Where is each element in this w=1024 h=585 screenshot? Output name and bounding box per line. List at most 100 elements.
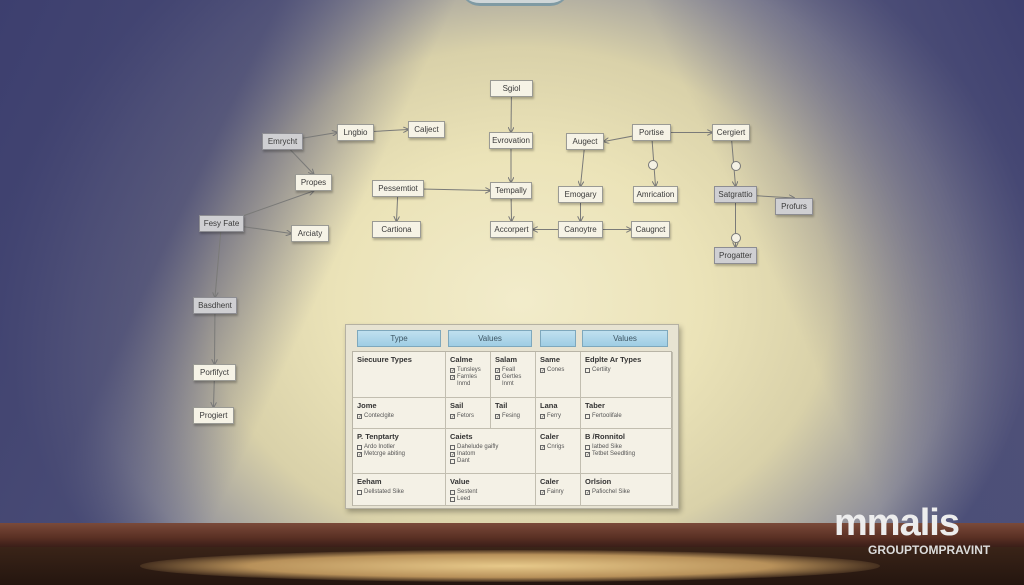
cell-title: Calme xyxy=(450,355,473,364)
checkbox-checked-icon[interactable]: ✓ xyxy=(495,375,501,381)
header-type[interactable]: Type xyxy=(357,330,441,347)
checkbox-checked-icon[interactable]: ✓ xyxy=(357,452,363,458)
node-canoytre[interactable]: Canoytre xyxy=(558,221,603,238)
checkbox-checked-icon[interactable]: ✓ xyxy=(450,368,456,374)
checkbox-item[interactable]: ✓Feall xyxy=(495,367,531,374)
checkbox-icon[interactable] xyxy=(585,368,590,373)
checkbox-checked-icon[interactable]: ✓ xyxy=(450,375,456,381)
node-progatter[interactable]: Progatter xyxy=(714,247,757,264)
checkbox-item[interactable]: ✓Ferry xyxy=(540,413,576,420)
node-progiert[interactable]: Progiert xyxy=(193,407,234,424)
checkbox-item[interactable]: ✓Pafiochel Sike xyxy=(585,489,668,496)
checkbox-item[interactable]: Iatbed Sike xyxy=(585,444,668,451)
node-porfifyct[interactable]: Porfifyct xyxy=(193,364,236,381)
header-values-2[interactable]: Values xyxy=(582,330,668,347)
checkbox-icon[interactable] xyxy=(585,414,590,419)
checkbox-icon[interactable] xyxy=(450,459,455,464)
checkbox-item[interactable]: ✓Cnrigs xyxy=(540,444,576,451)
node-calject[interactable]: Calject xyxy=(408,121,445,138)
checkbox-item[interactable]: ✓Inatom xyxy=(450,451,531,458)
checkbox-icon[interactable] xyxy=(585,445,590,450)
checkbox-icon[interactable] xyxy=(357,445,362,450)
checkbox-label: Ferry xyxy=(547,413,561,419)
checkbox-item[interactable]: ✓Metcrge abiting xyxy=(357,451,441,458)
connector-circle xyxy=(731,161,741,171)
checkbox-item[interactable]: Sestent xyxy=(450,489,531,496)
table-cell: Salam✓Feall✓Gertles Inmt xyxy=(491,352,536,398)
node-satgrattio[interactable]: Satgrattio xyxy=(714,186,757,203)
checkbox-label: Cones xyxy=(547,367,565,373)
checkbox-icon[interactable] xyxy=(357,490,362,495)
header-blank[interactable] xyxy=(540,330,576,347)
checkbox-checked-icon[interactable]: ✓ xyxy=(585,452,591,458)
node-emogary[interactable]: Emogary xyxy=(558,186,603,203)
checkbox-checked-icon[interactable]: ✓ xyxy=(357,414,363,420)
node-arciaty[interactable]: Arciaty xyxy=(291,225,329,242)
cell-title: Caler xyxy=(540,477,559,486)
node-sgiol[interactable]: Sgiol xyxy=(490,80,533,97)
checkbox-checked-icon[interactable]: ✓ xyxy=(540,414,546,420)
node-emrycht[interactable]: Emrycht xyxy=(262,133,303,150)
checkbox-item[interactable]: ✓Fetors xyxy=(450,413,486,420)
checkbox-icon[interactable] xyxy=(450,445,455,450)
checkbox-item[interactable]: ✓Cones xyxy=(540,367,576,374)
checkbox-item[interactable]: Dellstated Sike xyxy=(357,489,441,496)
table-cell: Caler✓Cnrigs xyxy=(536,429,581,474)
node-basdhent[interactable]: Basdhent xyxy=(193,297,237,314)
checkbox-checked-icon[interactable]: ✓ xyxy=(540,445,546,451)
checkbox-icon[interactable] xyxy=(450,490,455,495)
cell-title: Same xyxy=(540,355,561,364)
checkbox-item[interactable]: Ardo Inotler xyxy=(357,444,441,451)
cell-title: Caiets xyxy=(450,432,473,441)
checkbox-item[interactable]: ✓Gertles Inmt xyxy=(495,374,531,388)
checkbox-item[interactable]: Leed xyxy=(450,496,531,503)
header-values[interactable]: Values xyxy=(448,330,532,347)
checkbox-label: Conteclgite xyxy=(364,413,395,419)
node-cartiona[interactable]: Cartiona xyxy=(372,221,421,238)
node-propes[interactable]: Propes xyxy=(295,174,332,191)
checkbox-checked-icon[interactable]: ✓ xyxy=(495,368,501,374)
checkbox-item[interactable]: Certiity xyxy=(585,367,668,374)
node-tempally[interactable]: Tempally xyxy=(490,182,532,199)
checkbox-item[interactable]: ✓Tunsleys xyxy=(450,367,486,374)
checkbox-item[interactable]: ✓Fesing xyxy=(495,413,531,420)
node-augect[interactable]: Augect xyxy=(566,133,604,150)
checkbox-label: Dant xyxy=(457,458,470,464)
table-cell: Siecuure Types xyxy=(353,352,446,398)
node-fesyfate[interactable]: Fesy Fate xyxy=(199,215,244,232)
checkbox-checked-icon[interactable]: ✓ xyxy=(450,452,456,458)
node-profurs[interactable]: Profurs xyxy=(775,198,813,215)
checkbox-item[interactable]: ✓Farnles Inmd xyxy=(450,374,486,388)
cell-title: Lana xyxy=(540,401,558,410)
node-evrovation[interactable]: Evrovation xyxy=(489,132,533,149)
checkbox-item[interactable]: Dahelude gaifly xyxy=(450,444,531,451)
cell-title: Siecuure Types xyxy=(357,355,412,364)
node-cergiert[interactable]: Cergiert xyxy=(712,124,750,141)
node-accorpert[interactable]: Accorpert xyxy=(490,221,533,238)
node-lngbio[interactable]: Lngbio xyxy=(337,124,374,141)
checkbox-checked-icon[interactable]: ✓ xyxy=(585,490,591,496)
checkbox-label: Farnles Inmd xyxy=(457,374,478,387)
table-cell: Sail✓Fetors xyxy=(446,398,491,429)
checkbox-item[interactable]: Fertoolifale xyxy=(585,413,668,420)
node-pessemtiot[interactable]: Pessemtiot xyxy=(372,180,424,197)
checkbox-checked-icon[interactable]: ✓ xyxy=(495,414,501,420)
node-portise[interactable]: Portise xyxy=(632,124,671,141)
checkbox-item[interactable]: ✓Conteclgite xyxy=(357,413,441,420)
checkbox-item[interactable]: Dant xyxy=(450,458,531,465)
logo: mmalis GROUPTOMPRAVINT xyxy=(830,503,990,557)
cell-title: P. Tenptarty xyxy=(357,432,399,441)
checkbox-label: Fertoolifale xyxy=(592,413,622,419)
node-caugnct[interactable]: Caugnct xyxy=(631,221,670,238)
checkbox-checked-icon[interactable]: ✓ xyxy=(450,414,456,420)
checkbox-item[interactable]: ✓Fainry xyxy=(540,489,576,496)
checkbox-icon[interactable] xyxy=(450,497,455,502)
checkbox-checked-icon[interactable]: ✓ xyxy=(540,368,546,374)
node-amrication[interactable]: Amrication xyxy=(633,186,678,203)
checkbox-checked-icon[interactable]: ✓ xyxy=(540,490,546,496)
checkbox-label: Fesing xyxy=(502,413,521,419)
checkbox-item[interactable]: ✓Tetbet Seedlting xyxy=(585,451,668,458)
